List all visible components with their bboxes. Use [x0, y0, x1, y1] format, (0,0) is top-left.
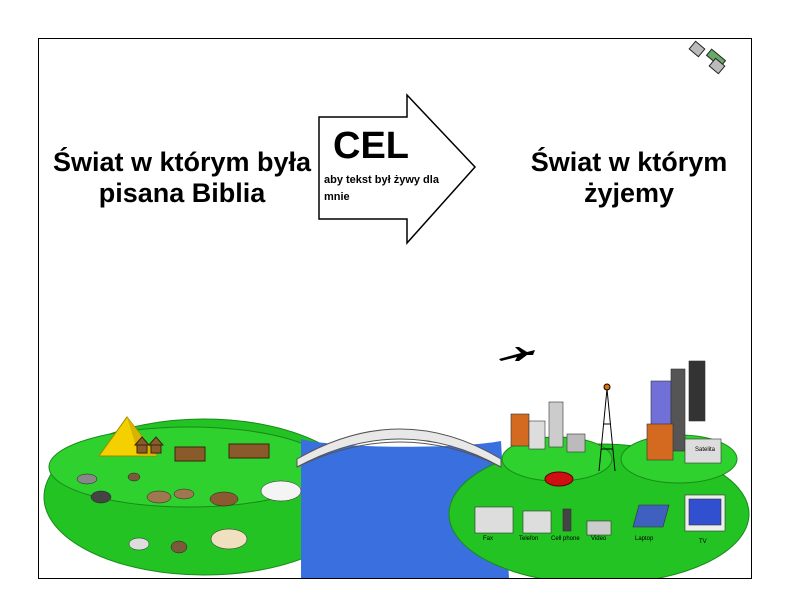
scene-graphic	[43, 40, 750, 578]
river	[301, 439, 509, 578]
bridge	[296, 428, 502, 468]
device-label-laptop: Laptop	[635, 536, 654, 542]
animals	[76, 472, 302, 554]
device-label-telefon: Telefon	[519, 536, 539, 542]
device-label-video: Video	[591, 536, 607, 542]
satellite-dish-label: Satelita	[695, 447, 716, 453]
arrow-heading: CEL	[333, 125, 409, 167]
radio-tower	[598, 383, 616, 472]
airplane	[499, 347, 535, 361]
device-label-cell-phone: Cell phone	[551, 536, 580, 542]
slide: Świat w którym była pisana Biblia Świat …	[38, 38, 752, 579]
car	[544, 471, 574, 487]
right-title: Świat w którym żyjemy	[530, 147, 728, 208]
city	[510, 360, 722, 464]
satellite	[688, 40, 727, 75]
left-title: Świat w którym była pisana Biblia	[52, 147, 312, 208]
device-label-tv: TV	[699, 539, 707, 545]
arrow-subtext: aby tekst był żywy dla mnie	[324, 174, 439, 203]
goal-arrow	[318, 93, 477, 245]
devices	[474, 494, 726, 536]
device-label-fax: Fax	[483, 536, 494, 542]
huts	[133, 436, 270, 462]
